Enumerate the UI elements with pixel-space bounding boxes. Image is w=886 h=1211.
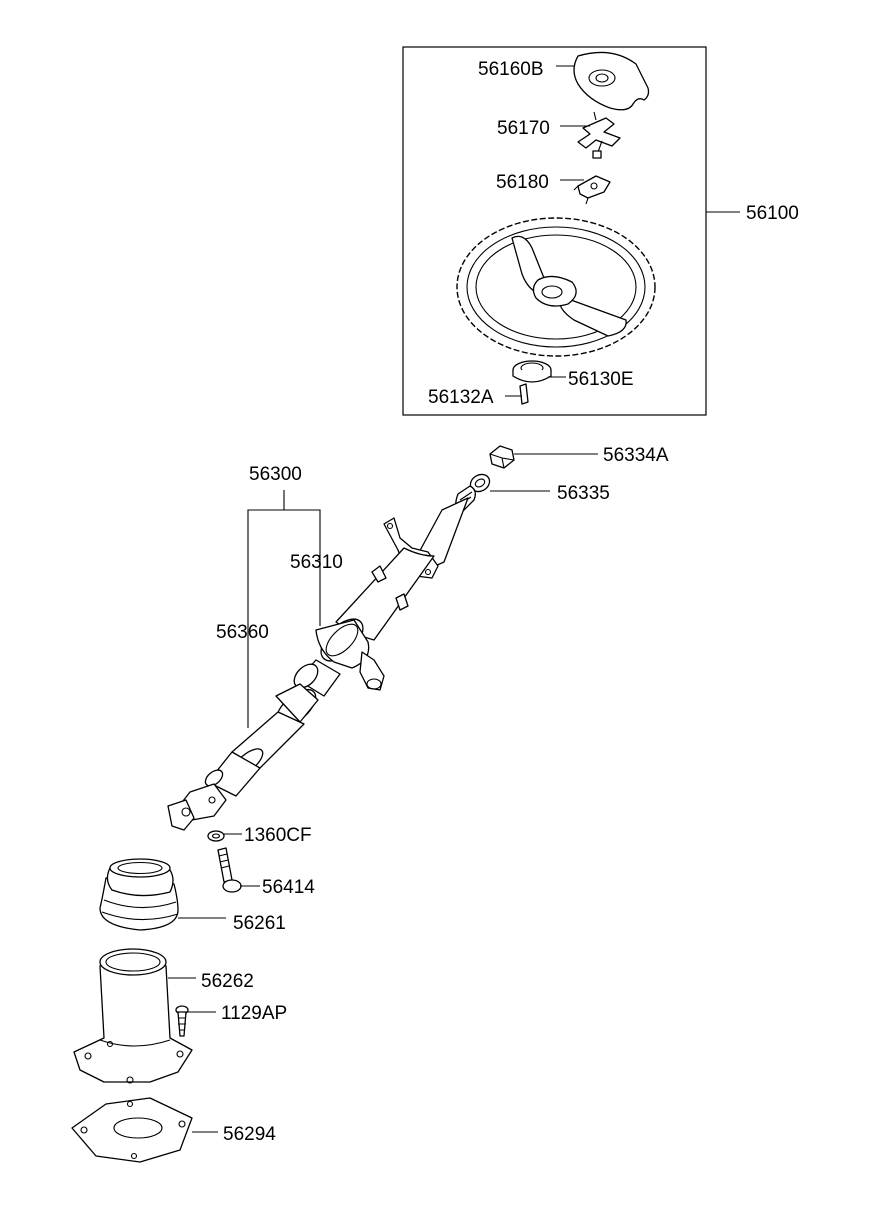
label-56132A: 56132A [428,387,494,408]
label-56100: 56100 [746,203,799,224]
pin-drawing [519,383,529,405]
label-1360CF: 1360CF [244,825,312,846]
steering-column-drawing [167,485,476,831]
label-56160B: 56160B [478,59,544,80]
label-56334A: 56334A [603,445,669,466]
nut-drawing [489,445,515,469]
horn-pad-drawing [573,51,650,111]
small-washer-drawing [207,830,225,842]
steering-wheel-drawing [456,217,656,357]
bracket-drawing [573,175,611,205]
steering-wheel-assembly-box [402,46,707,416]
label-56300: 56300 [249,464,302,485]
bolt-drawing [217,847,242,893]
screw-drawing [175,1005,189,1037]
label-56262: 56262 [201,971,254,992]
label-56170: 56170 [497,118,550,139]
label-56360: 56360 [216,622,269,643]
gasket-drawing [71,1097,193,1163]
leader-lines [168,65,740,1133]
label-56180: 56180 [496,172,549,193]
damper-drawing [512,360,552,383]
label-1129AP: 1129AP [221,1003,287,1024]
label-56261: 56261 [233,913,286,934]
label-56310: 56310 [290,552,343,573]
label-56414: 56414 [262,877,315,898]
label-56294: 56294 [223,1124,276,1145]
dust-boot-drawing [99,858,179,931]
contact-plate-drawing [577,111,621,159]
label-56335: 56335 [557,483,610,504]
label-56130E: 56130E [568,369,634,390]
column-cover-drawing [73,948,193,1084]
